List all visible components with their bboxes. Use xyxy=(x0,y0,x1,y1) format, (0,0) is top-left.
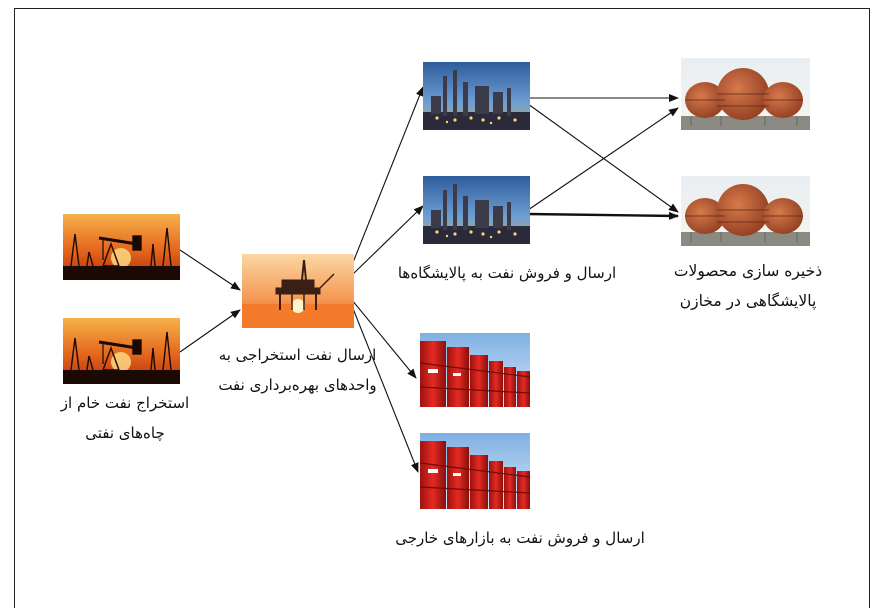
refinery-image xyxy=(423,62,530,130)
label-export: ارسال و فروش نفت به بازارهای خارجی xyxy=(395,529,645,547)
arrow-platform-refinery2 xyxy=(351,205,424,276)
arrow-refinery2-storage2 xyxy=(527,211,679,220)
offshore-platform-image xyxy=(242,254,354,328)
oil-barrels-image xyxy=(420,433,530,509)
label-storage: ذخیره سازی محصولات پالایشگاهی در مخازن xyxy=(673,262,823,310)
oil-barrels-image xyxy=(420,333,530,407)
arrow-refinery1-storage2 xyxy=(527,103,679,213)
diagram-frame xyxy=(14,8,870,608)
label-wells: استخراج نفت خام از چاه‌های نفتی xyxy=(60,394,190,442)
storage-tanks-image xyxy=(681,58,810,130)
arrow-well2-platform xyxy=(179,309,241,353)
arrow-refinery2-storage1 xyxy=(527,107,679,211)
arrow-platform-barrels2 xyxy=(351,305,419,473)
label-platform: ارسال نفت استخراجی به واحدهای بهره‌بردار… xyxy=(218,346,377,394)
label-refineries: ارسال و فروش نفت به پالایشگاه‌ها xyxy=(397,264,617,282)
oil-pumpjack-image xyxy=(63,214,180,280)
refinery-image xyxy=(423,176,530,244)
arrow-platform-refinery1 xyxy=(351,86,424,266)
arrow-platform-barrels1 xyxy=(351,299,417,379)
arrow-well1-platform xyxy=(179,249,241,291)
oil-pumpjack-image xyxy=(63,318,180,384)
storage-tanks-image xyxy=(681,176,810,246)
